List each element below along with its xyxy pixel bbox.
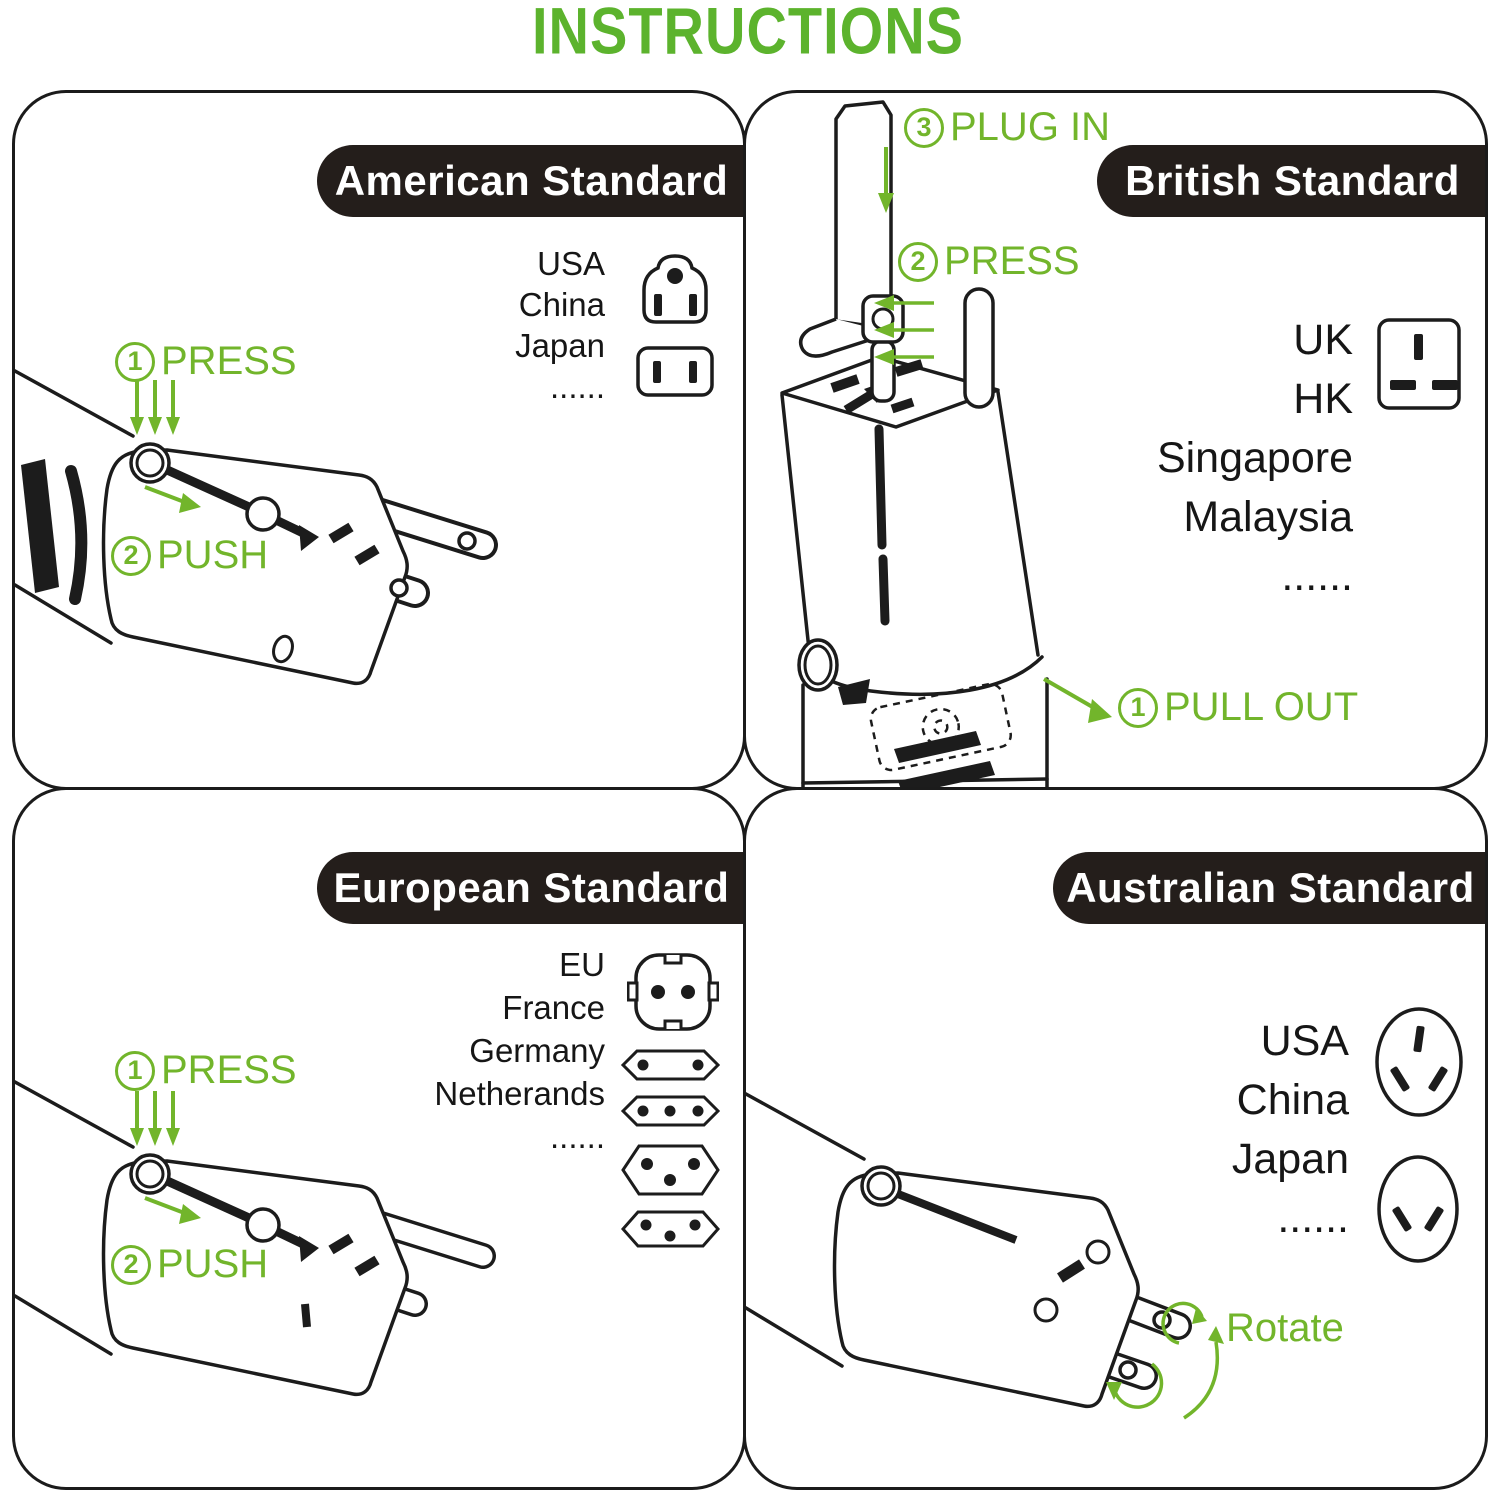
plug-in-arrow bbox=[878, 147, 894, 213]
page-title: INSTRUCTIONS bbox=[532, 0, 964, 68]
top-face-slots bbox=[830, 359, 924, 414]
banner-european: European Standard bbox=[317, 852, 743, 924]
country-label: Germany bbox=[469, 1032, 605, 1069]
swiss-3pin-outlet-icon bbox=[621, 1144, 720, 1196]
country-label: ...... bbox=[1277, 1194, 1349, 1242]
swiss-3pin-outlet-small-icon bbox=[621, 1210, 720, 1248]
step-label: PUSH bbox=[157, 1242, 269, 1286]
step-pull-out: 1 PULL OUT bbox=[1118, 685, 1358, 730]
power-strip-edge bbox=[746, 1092, 866, 1368]
country-label: Netherands bbox=[434, 1075, 605, 1112]
face-slot-dashes bbox=[301, 1233, 380, 1328]
country-label: USA bbox=[1260, 1017, 1349, 1065]
country-label: France bbox=[502, 989, 605, 1026]
step-number: 2 bbox=[111, 1244, 151, 1285]
step-label: Rotate bbox=[1226, 1306, 1344, 1350]
lower-slots bbox=[838, 679, 995, 787]
uk-bs1363-outlet-icon bbox=[1377, 318, 1461, 410]
screw-hole bbox=[272, 634, 294, 664]
step-number: 2 bbox=[898, 241, 938, 282]
european-plug-diagram bbox=[15, 1080, 496, 1397]
country-label: China bbox=[518, 286, 605, 323]
adapter-body bbox=[101, 448, 409, 686]
press-arrows bbox=[130, 1091, 201, 1224]
slider-mechanism bbox=[860, 1165, 1018, 1244]
adapter-body bbox=[101, 1159, 409, 1397]
step-label: PRESS bbox=[161, 1048, 297, 1092]
europlug-2pin-outlet-icon bbox=[621, 1049, 720, 1081]
release-knob bbox=[797, 638, 839, 692]
face-details bbox=[1033, 1239, 1111, 1323]
country-label: Japan bbox=[515, 327, 605, 364]
british-plug-diagram bbox=[780, 100, 1112, 787]
face-slot-dashes bbox=[328, 522, 380, 566]
step-label: PRESS bbox=[161, 339, 297, 383]
step-number: 1 bbox=[115, 341, 155, 382]
country-label: ...... bbox=[549, 1118, 605, 1155]
step-press: 2 PRESS bbox=[898, 239, 1080, 284]
step-number: 1 bbox=[115, 1050, 155, 1091]
country-label: HK bbox=[1293, 375, 1353, 423]
step-number: 1 bbox=[1118, 687, 1158, 728]
power-strip-edge bbox=[15, 369, 135, 645]
american-plug-diagram bbox=[15, 369, 498, 686]
country-label: UK bbox=[1293, 316, 1353, 364]
europlug-3pin-outlet-icon bbox=[621, 1095, 720, 1127]
slider-mechanism bbox=[129, 1153, 319, 1262]
step-label: PRESS bbox=[944, 239, 1080, 283]
step-rotate: Rotate bbox=[1226, 1306, 1344, 1351]
country-label: Singapore bbox=[1156, 434, 1353, 482]
country-label: Japan bbox=[1231, 1135, 1349, 1183]
banner-british: British Standard bbox=[1097, 145, 1485, 217]
step-press: 1 PRESS bbox=[115, 1048, 297, 1093]
country-label: ...... bbox=[549, 368, 605, 405]
slider-mechanism bbox=[129, 442, 319, 551]
country-label: ...... bbox=[1281, 552, 1353, 600]
power-strip-edge bbox=[15, 1080, 135, 1356]
banner-label: European Standard bbox=[333, 864, 730, 911]
pull-out-arrow bbox=[1043, 677, 1112, 723]
schuko-outlet-icon bbox=[627, 953, 719, 1031]
australian-plug-diagram bbox=[746, 1092, 1224, 1420]
press-arrows bbox=[130, 380, 201, 513]
country-label: Malaysia bbox=[1183, 493, 1353, 541]
step-label: PUSH bbox=[157, 533, 269, 577]
strip-slot-marks bbox=[21, 459, 88, 605]
step-push: 2 PUSH bbox=[111, 1242, 268, 1287]
step-plug-in: 3 PLUG IN bbox=[904, 105, 1110, 150]
step-number: 3 bbox=[904, 107, 944, 148]
step-press: 1 PRESS bbox=[115, 339, 297, 384]
adapter-body-lines bbox=[780, 390, 1049, 787]
rotate-arrows bbox=[1106, 1301, 1224, 1420]
blade-holes bbox=[389, 531, 477, 598]
aus-3pin-outlet-icon bbox=[1375, 1007, 1463, 1117]
banner-american: American Standard bbox=[317, 145, 743, 217]
adapter-body bbox=[832, 1171, 1140, 1409]
press-arrows bbox=[874, 295, 934, 365]
country-label: EU bbox=[559, 946, 605, 983]
banner-label: Australian Standard bbox=[1066, 864, 1475, 911]
step-label: PLUG IN bbox=[950, 105, 1111, 149]
step-label: PULL OUT bbox=[1164, 685, 1359, 729]
country-label: USA bbox=[537, 245, 605, 282]
step-number: 2 bbox=[111, 535, 151, 576]
nema-1-15-outlet-icon bbox=[636, 346, 714, 397]
step-push: 2 PUSH bbox=[111, 533, 268, 578]
banner-label: American Standard bbox=[334, 157, 729, 204]
banner-australian: Australian Standard bbox=[1053, 852, 1485, 924]
banner-label: British Standard bbox=[1125, 157, 1460, 204]
aus-2pin-outlet-icon bbox=[1377, 1155, 1459, 1263]
nema-5-15-outlet-icon bbox=[642, 254, 708, 324]
country-label: China bbox=[1236, 1076, 1349, 1124]
